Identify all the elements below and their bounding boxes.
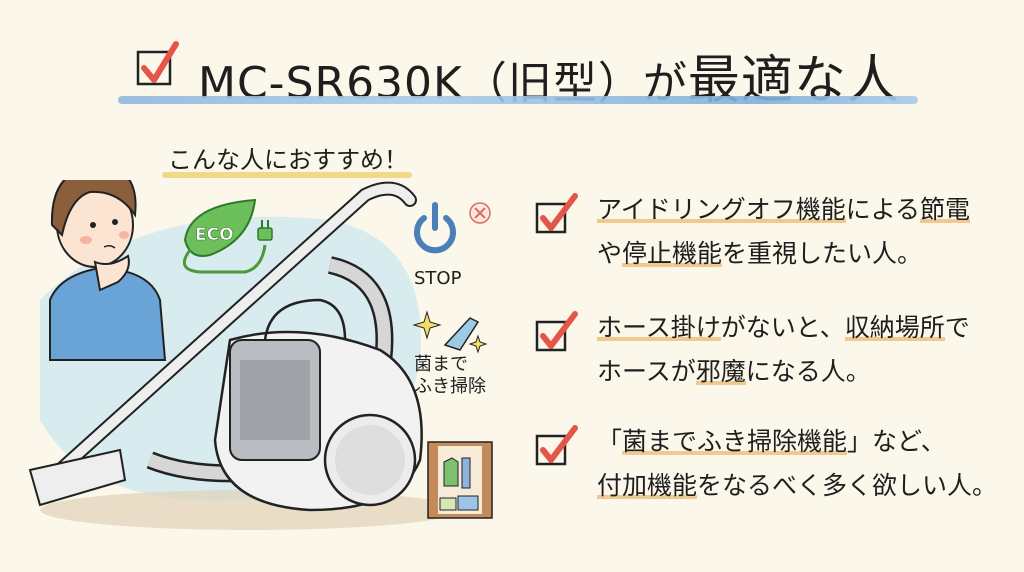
checkbox-checked-icon — [535, 311, 578, 352]
header: MC-SR630K（旧型）が最適な人 — [0, 28, 1024, 111]
svg-text:ECO: ECO — [195, 225, 234, 245]
item-text: ホース掛けがないと、収納場所で ホースが邪魔になる人。 — [597, 313, 970, 386]
checkbox-checked-icon — [535, 425, 578, 466]
item-text: 「菌までふき掃除機能」など、 付加機能をなるべく多く欲しい人。 — [597, 427, 998, 500]
power-stop-icon — [414, 202, 491, 254]
illustration: ECO — [28, 180, 493, 530]
eco-leaf-icon: ECO — [182, 198, 273, 274]
wipe-label: 菌まで ふき掃除 — [414, 354, 486, 397]
subtitle: こんな人におすすめ！ — [168, 146, 408, 174]
vacuum-cleaner-illustration — [28, 181, 423, 512]
sparkle-wipe-icon — [412, 310, 488, 354]
thinking-person-icon — [49, 180, 167, 361]
title-underline — [118, 96, 918, 104]
stop-label: STOP — [414, 268, 462, 289]
subtitle-underline — [162, 172, 412, 178]
checkbox-checked-icon — [136, 41, 179, 86]
closet-icon — [427, 441, 493, 519]
item-text: アイドリングオフ機能による節電 や停止機能を重視したい人。 — [597, 195, 971, 268]
checkbox-checked-icon — [535, 193, 578, 234]
